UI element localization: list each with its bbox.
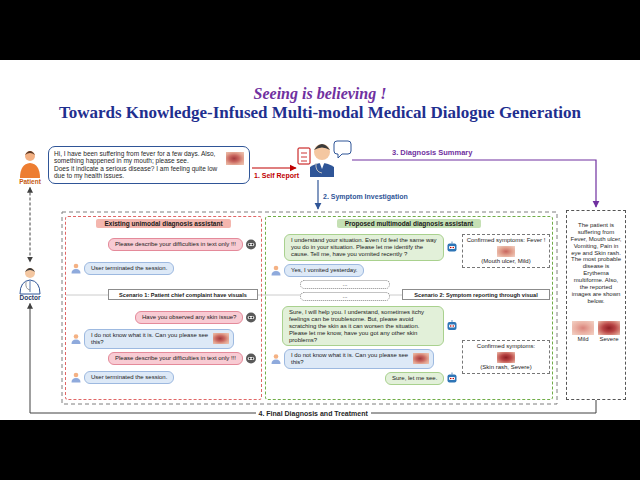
user-icon bbox=[72, 373, 81, 383]
investigation-arrow bbox=[317, 180, 318, 209]
node-text: Hi, I have been suffering from fever for… bbox=[54, 150, 221, 165]
patient-icon bbox=[20, 151, 40, 178]
bot-icon bbox=[246, 313, 256, 323]
text-label: 3. Diagnosis Summary bbox=[392, 148, 472, 157]
bot-icon bbox=[246, 354, 256, 364]
chat-bubble: I understand your situation. Even I'd fe… bbox=[284, 234, 444, 261]
connector bbox=[30, 303, 596, 413]
scenario-box: Scenario 1: Patient chief complaint have… bbox=[108, 289, 258, 300]
chat-bubble: Yes, I vomited yesterday. bbox=[284, 264, 364, 277]
node-text: Existing unimodal diagnosis assistant bbox=[96, 219, 230, 228]
connector-label: 4. Final Diagnosis and Treatment bbox=[256, 410, 371, 417]
chat-bubble: I do not know what it is. Can you please… bbox=[84, 329, 234, 349]
assistant-panel: Existing unimodal diagnosis assistantPle… bbox=[65, 216, 262, 400]
node-text: Scenario 2: Symptom reporting through vi… bbox=[406, 292, 546, 298]
node-text: User terminated the session. bbox=[91, 374, 167, 381]
node-text: Please describe your difficulties in tex… bbox=[115, 241, 236, 248]
chat-bubble: I do not know what it is. Can you please… bbox=[284, 349, 434, 369]
node-text: Doctor bbox=[13, 294, 47, 301]
connector bbox=[30, 187, 31, 262]
node-text: The patient is suffering from Fever, Mou… bbox=[570, 222, 622, 305]
node-text: ... bbox=[304, 293, 386, 300]
node-text: Does it indicate a serious disease? I am… bbox=[54, 165, 221, 180]
user-icon bbox=[72, 264, 81, 274]
speech-bubble: Hi, I have been suffering from fever for… bbox=[48, 146, 250, 184]
node-text: Yes, I vomited yesterday. bbox=[291, 267, 357, 274]
node-text: Mild bbox=[570, 319, 596, 343]
doctor-icon bbox=[20, 268, 40, 294]
node-text: Scenario 1: Patient chief complaint have… bbox=[112, 292, 254, 298]
self-report-arrow bbox=[252, 167, 296, 168]
chat-bubble: User terminated the session. bbox=[84, 371, 174, 384]
bot-icon bbox=[448, 373, 457, 383]
chat-bubble: Have you observed any skin issue? bbox=[135, 311, 243, 324]
actor-figure: Patient bbox=[14, 148, 46, 185]
node-text: Please describe your difficulties in tex… bbox=[115, 355, 236, 362]
user-icon bbox=[72, 334, 81, 344]
chat-bubble: Sure, let me see. bbox=[385, 372, 444, 385]
node-text: Patient bbox=[14, 178, 46, 185]
text-label: 2. Symptom Investigation bbox=[323, 193, 408, 200]
assistant-icon bbox=[298, 141, 351, 177]
node-text: I do not know what it is. Can you please… bbox=[91, 332, 209, 346]
white-ground bbox=[0, 60, 640, 420]
node-text: I do not know what it is. Can you please… bbox=[291, 352, 409, 366]
summary-box: The patient is suffering from Fever, Mou… bbox=[566, 210, 626, 400]
assistant-panel: Proposed multimodal diagnosis assistantI… bbox=[265, 216, 553, 400]
chat-bubble: Please describe your difficulties in tex… bbox=[108, 238, 243, 251]
user-icon bbox=[272, 354, 281, 364]
ellipsis-bubble: ... bbox=[300, 292, 390, 301]
scenario-box: Scenario 2: Symptom reporting through vi… bbox=[402, 289, 550, 300]
actor-figure: Doctor bbox=[13, 264, 47, 301]
bot-icon bbox=[448, 242, 457, 252]
node-text: Confirmed symptoms: Fever ! bbox=[466, 237, 546, 244]
chat-bubble: Sure, I will help you. I understand, som… bbox=[282, 306, 444, 346]
bot-icon bbox=[448, 320, 457, 330]
chat-bubble: Please describe your difficulties in tex… bbox=[108, 352, 243, 365]
node-text: ... bbox=[304, 281, 386, 288]
node-text: User terminated the session. bbox=[91, 265, 167, 272]
bot-icon bbox=[246, 240, 256, 250]
node-text: I understand your situation. Even I'd fe… bbox=[291, 237, 437, 258]
text-label: 1. Self Report bbox=[254, 172, 299, 179]
symptom-box: Confirmed symptoms: Fever !(Mouth ulcer,… bbox=[462, 234, 550, 268]
node-text: Have you observed any skin issue? bbox=[142, 314, 236, 321]
node-text: Severe bbox=[596, 319, 622, 343]
symptom-box: Confirmed symptoms:(Skin rash, Severe) bbox=[462, 340, 550, 374]
node-text: (Mouth ulcer, Mild) bbox=[466, 244, 546, 265]
ellipsis-bubble: ... bbox=[300, 280, 390, 289]
user-icon bbox=[272, 266, 281, 276]
node-text: Confirmed symptoms: bbox=[466, 343, 546, 350]
text-label: Seeing is believing ! bbox=[0, 85, 640, 103]
investigation-frame bbox=[62, 212, 557, 404]
node-text: Sure, I will help you. I understand, som… bbox=[289, 309, 437, 343]
chat-bubble: User terminated the session. bbox=[84, 262, 174, 275]
node-text: (Skin rash, Severe) bbox=[466, 350, 546, 371]
diagram-title: Towards Knowledge-Infused Multi-modal Me… bbox=[0, 103, 640, 123]
node-text: Proposed multimodal diagnosis assistant bbox=[337, 219, 482, 228]
node-text: Sure, let me see. bbox=[392, 375, 437, 382]
